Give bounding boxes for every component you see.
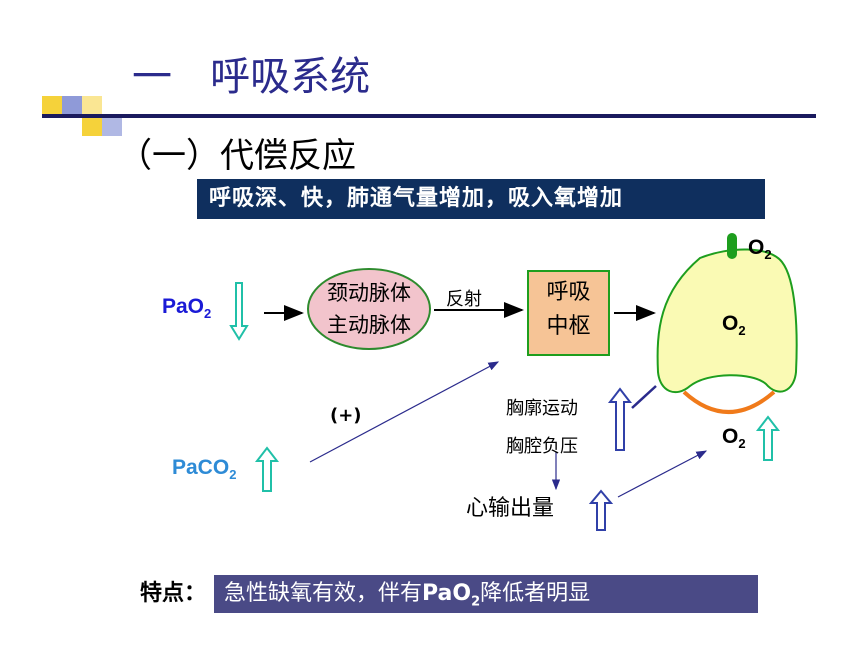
receptors-node xyxy=(307,268,431,350)
paco2-up-arrow xyxy=(254,446,280,492)
pao2-label: PaO2 xyxy=(162,295,212,322)
stimulation-label: (+) xyxy=(330,405,362,426)
lung-shape xyxy=(656,248,798,394)
page-title: 一 呼吸系统 xyxy=(132,54,371,100)
section-subtitle: （一）代偿反应 xyxy=(118,136,356,176)
deco-square xyxy=(82,116,102,136)
o2-up-arrow xyxy=(755,415,781,461)
thorax-up-arrow xyxy=(607,387,633,451)
trachea-shape xyxy=(727,233,737,259)
paco2-label: PaCO2 xyxy=(172,456,237,483)
o2-top-label: O2 xyxy=(748,236,772,263)
title-rule xyxy=(42,114,816,118)
respiratory-center-node xyxy=(527,270,610,356)
arrow-cardiac-to-lung xyxy=(617,450,708,498)
reflex-label: 反射 xyxy=(446,289,482,310)
respiratory-center-label: 呼吸 中枢 xyxy=(546,280,591,339)
receptors-label: 颈动脉体 主动脉体 xyxy=(327,281,411,337)
summary-banner: 呼吸深、快，肺通气量增加，吸入氧增加 xyxy=(197,179,765,219)
deco-square xyxy=(62,96,82,116)
arrow-paco2-to-center xyxy=(309,361,500,463)
feature-box: 急性缺氧有效，伴有PaO2降低者明显 xyxy=(214,575,758,613)
deco-square xyxy=(42,96,62,116)
arrow-lung-to-thorax xyxy=(631,385,657,409)
deco-square xyxy=(82,96,102,116)
o2-lung-label: O2 xyxy=(722,312,746,339)
diaphragm-arc xyxy=(682,390,776,414)
cardiac-up-arrow xyxy=(588,489,614,531)
deco-square xyxy=(102,116,122,136)
cardiac-output-label: 心输出量 xyxy=(466,496,555,521)
pao2-down-arrow xyxy=(229,282,249,341)
thorax-label: 胸廓运动 胸腔负压 xyxy=(506,398,578,457)
o2-bottom-label: O2 xyxy=(722,425,746,452)
feature-label: 特点： xyxy=(140,581,207,606)
